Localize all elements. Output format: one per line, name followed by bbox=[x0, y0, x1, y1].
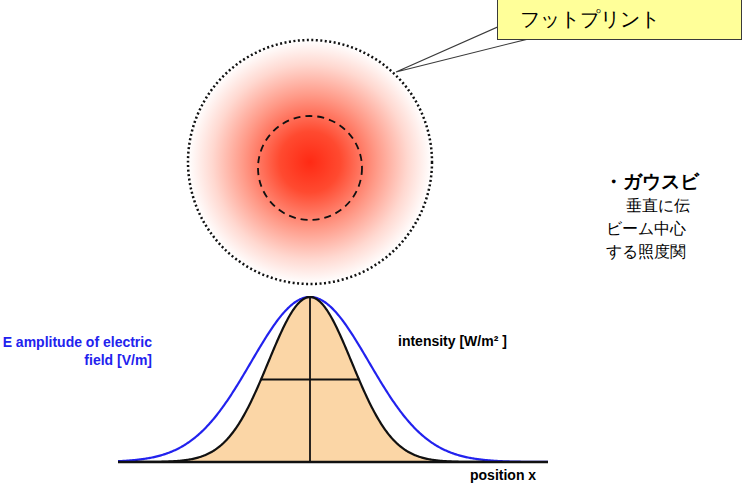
intensity-curve bbox=[118, 297, 548, 462]
section-heading: ・ガウスビ bbox=[604, 170, 699, 194]
axis-label: intensity [W/m² ] bbox=[398, 333, 507, 351]
intensity-fill bbox=[118, 297, 548, 462]
body-text: する照度関 bbox=[606, 242, 686, 262]
body-text: 垂直に伝 bbox=[626, 196, 690, 216]
waist-circle bbox=[258, 116, 362, 220]
position-axis bbox=[118, 461, 548, 464]
footprint-circle bbox=[188, 40, 432, 284]
body-text: ビーム中心 bbox=[606, 219, 686, 239]
field-curve bbox=[118, 297, 548, 462]
beam-spot bbox=[188, 40, 432, 284]
callout-text: フットプリント bbox=[520, 6, 660, 33]
callout-box: フットプリント bbox=[497, 0, 742, 40]
center-line bbox=[309, 297, 311, 462]
axis-label: E amplitude of electric field [V/m] bbox=[2, 334, 152, 369]
axis-label: position x bbox=[470, 467, 536, 485]
gaussian-chart bbox=[118, 297, 548, 462]
